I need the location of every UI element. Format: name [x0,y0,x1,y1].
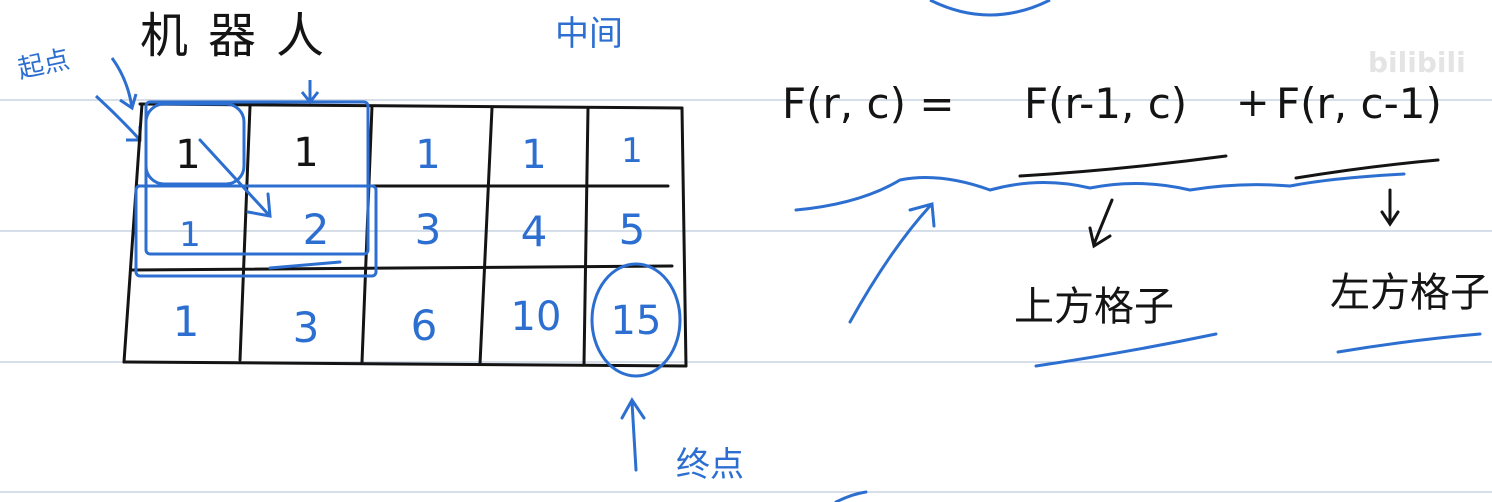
cell-r0-c0: 1 [175,132,200,178]
cell-r0-c1: 1 [293,130,318,176]
cell-r0-c2: 1 [415,132,440,178]
title-arrow [300,80,320,105]
grid-values: 1 1 1 1 1 1 2 3 4 5 1 3 6 10 15 [173,130,662,352]
formula: F(r, c) = F(r-1, c) + F(r, c-1) [782,79,1442,128]
formula-term1: F(r-1, c) [1024,79,1187,128]
cell-r1-c3: 4 [521,207,548,256]
cell-r2-c1: 3 [293,303,320,352]
cell-r2-c3: 10 [511,294,562,340]
ruled-lines [0,99,1492,493]
grid-highlights [134,100,682,472]
left-cell-label: 左方格子 [1330,270,1490,316]
subgrid-highlight [144,100,370,256]
formula-lhs: F(r, c) = [782,79,955,128]
formula-term2: F(r, c-1) [1276,79,1442,128]
cell-r1-c0: 1 [179,215,201,255]
cell-r1-c2: 3 [415,205,442,254]
cell-r2-c4: 15 [611,298,662,344]
cell-r0-c3: 1 [521,132,546,178]
grid-table [122,102,688,368]
row-highlight [134,184,378,278]
cell-r0-c4: 1 [621,131,643,171]
end-label: 终点 [676,445,744,485]
cell-r2-c0: 1 [173,297,200,346]
middle-label: 中间 [555,14,623,54]
start-label: 起点 [15,45,72,85]
formula-plus: + [1236,80,1270,126]
formula-marks [794,154,1482,502]
diagonal-arrow [198,138,272,218]
start-arrow [110,57,138,111]
top-partial-stroke [929,0,1051,17]
cell-r2-c2: 6 [411,301,438,350]
cell-r1-c1: 2 [303,205,330,254]
end-arrow [620,397,646,472]
watermark-text: bilibili [1368,46,1466,79]
up-cell-label: 上方格子 [1014,284,1174,330]
end-cell-circle [590,262,682,378]
cell-r1-c4: 5 [619,205,646,254]
title-text: 机器人 [140,8,344,64]
